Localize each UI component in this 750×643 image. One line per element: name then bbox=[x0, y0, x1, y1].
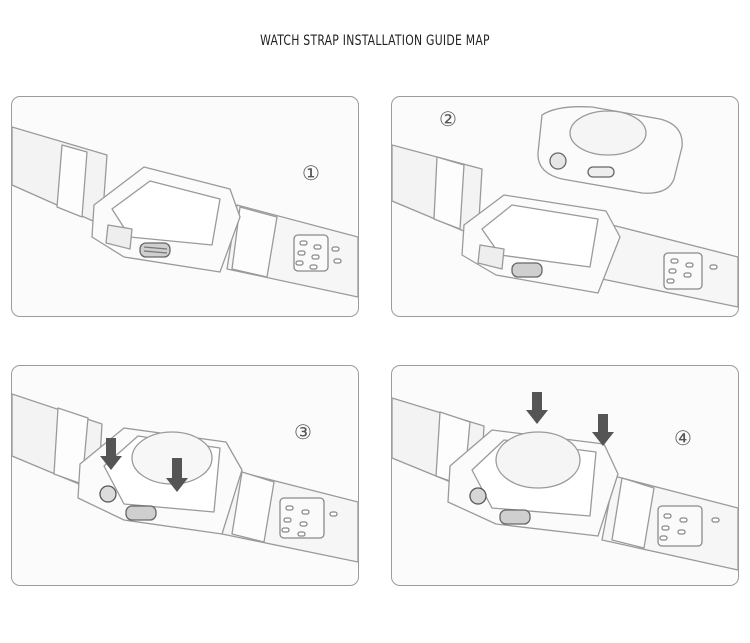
step-1-panel: ① bbox=[11, 96, 359, 317]
step-number: ① bbox=[302, 161, 320, 185]
strap-holes bbox=[657, 505, 720, 547]
step-number: ④ bbox=[674, 426, 692, 450]
watch-face bbox=[495, 431, 581, 489]
step-4-panel: ④ bbox=[391, 365, 739, 586]
guide-title: WATCH STRAP INSTALLATION GUIDE MAP bbox=[260, 33, 490, 49]
side-button bbox=[511, 262, 543, 278]
step-4-illustration bbox=[392, 392, 738, 571]
press-arrows bbox=[100, 438, 188, 492]
watch-crown bbox=[549, 152, 567, 170]
watch-crown bbox=[99, 485, 117, 503]
step-2-illustration bbox=[392, 106, 738, 308]
strap-holes bbox=[293, 234, 342, 272]
step-2-panel: ② bbox=[391, 96, 739, 317]
strap-holes bbox=[663, 252, 718, 290]
down-arrow-icon bbox=[526, 392, 548, 424]
side-button bbox=[139, 242, 171, 258]
step-number: ② bbox=[439, 107, 457, 131]
down-arrow-icon bbox=[100, 438, 122, 470]
step-3-illustration bbox=[12, 393, 358, 563]
side-button bbox=[499, 509, 531, 525]
watch-crown bbox=[469, 487, 487, 505]
step-1-illustration bbox=[12, 126, 358, 298]
press-arrows bbox=[526, 392, 614, 446]
down-arrow-icon bbox=[592, 414, 614, 446]
strap-holes bbox=[279, 497, 338, 539]
down-arrow-icon bbox=[166, 458, 188, 492]
step-3-panel: ③ bbox=[11, 365, 359, 586]
side-button bbox=[125, 505, 157, 521]
step-number: ③ bbox=[294, 420, 312, 444]
